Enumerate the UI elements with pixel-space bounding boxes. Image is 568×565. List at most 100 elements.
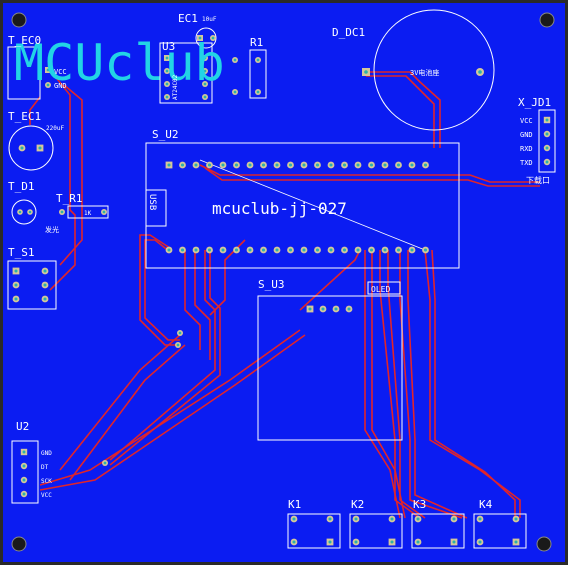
pad-hole bbox=[329, 163, 333, 167]
mounting-hole-top-left bbox=[11, 12, 27, 28]
u3-outline bbox=[159, 42, 213, 104]
pad-hole bbox=[46, 83, 50, 87]
pad-hole bbox=[545, 146, 549, 150]
mounting-holes bbox=[11, 12, 555, 552]
t-s1-outline bbox=[7, 260, 57, 310]
label-vcc: VCC bbox=[54, 68, 67, 76]
label-d-dc1-note: 3V电池座 bbox=[410, 68, 439, 77]
label-k3: K3 bbox=[413, 498, 426, 511]
k4-outline bbox=[473, 513, 527, 549]
pad-hole bbox=[347, 307, 351, 311]
pad-hole bbox=[203, 82, 207, 86]
trace bbox=[194, 250, 211, 360]
label-ec1-value: 10uF bbox=[202, 16, 217, 23]
pad-hole bbox=[514, 540, 518, 544]
pad-hole bbox=[261, 163, 266, 167]
label-k2: K2 bbox=[351, 498, 364, 511]
pad-hole bbox=[275, 248, 279, 252]
pad-hole bbox=[545, 118, 549, 122]
label-t-r1: T_R1 bbox=[56, 192, 83, 205]
trace bbox=[144, 239, 180, 341]
trace bbox=[431, 249, 516, 518]
r1-outline bbox=[249, 49, 267, 99]
oled-tag-outline bbox=[367, 281, 401, 295]
label-usb: USB bbox=[147, 194, 157, 210]
u2-outline bbox=[11, 440, 39, 504]
usb-outline bbox=[145, 189, 167, 227]
label-u2-pin-1: DT bbox=[41, 464, 49, 471]
pad-hole bbox=[233, 58, 237, 62]
pad-hole bbox=[22, 450, 26, 454]
pad-hole bbox=[176, 343, 180, 347]
pad-hole bbox=[416, 540, 420, 544]
pad-hole bbox=[452, 540, 456, 544]
d-dc1-outline bbox=[373, 9, 495, 131]
trace bbox=[204, 167, 540, 187]
trace bbox=[59, 334, 181, 471]
pad-hole bbox=[28, 210, 32, 214]
label-d-dc1: D_DC1 bbox=[332, 26, 365, 39]
board-surface bbox=[3, 3, 565, 562]
pad-hole bbox=[478, 540, 482, 544]
mounting-hole-top-right bbox=[539, 12, 555, 28]
pad-hole bbox=[233, 90, 237, 94]
pad-hole bbox=[334, 307, 338, 311]
pad-hole bbox=[423, 163, 428, 167]
pad-hole bbox=[410, 163, 414, 167]
label-x-jd1-pin-1: GND bbox=[520, 131, 533, 139]
pad-hole bbox=[14, 269, 18, 273]
pad-hole bbox=[329, 248, 333, 252]
pad-hole bbox=[165, 95, 169, 99]
label-u2-pin-3: VCC bbox=[41, 492, 52, 499]
label-x-jd1-note: 下载口 bbox=[526, 175, 550, 185]
trace bbox=[39, 329, 301, 486]
pad-hole bbox=[180, 248, 185, 252]
k3-outline bbox=[411, 513, 465, 549]
pad-hole bbox=[165, 56, 169, 60]
t-r1-outline bbox=[67, 205, 109, 219]
pad-hole bbox=[423, 248, 428, 252]
pad-hole bbox=[383, 248, 387, 252]
label-gnd: GND bbox=[54, 82, 67, 90]
label-r1: R1 bbox=[250, 36, 263, 49]
label-s-u2: S_U2 bbox=[152, 128, 179, 141]
pad-hole bbox=[478, 517, 482, 521]
pad-hole bbox=[248, 248, 252, 252]
label-t-ec0: T_EC0 bbox=[8, 34, 41, 47]
pad-hole bbox=[207, 248, 212, 252]
pad-hole bbox=[38, 146, 42, 150]
label-x-jd1-pin-0: VCC bbox=[520, 117, 533, 125]
pad-hole bbox=[102, 210, 106, 214]
trace bbox=[69, 344, 186, 481]
pad-hole bbox=[354, 540, 358, 544]
pad-hole bbox=[43, 283, 47, 287]
pad-hole bbox=[167, 248, 171, 252]
pad-hole bbox=[261, 248, 266, 252]
pad-hole bbox=[22, 478, 26, 482]
pad-hole bbox=[292, 540, 296, 544]
label-u3-chip: AT24C02 bbox=[172, 74, 179, 100]
pad-hole bbox=[22, 492, 26, 496]
silkscreen bbox=[7, 9, 556, 549]
t-ec0-outline bbox=[7, 46, 41, 100]
pad-hole bbox=[234, 248, 239, 252]
pad-hole bbox=[410, 248, 414, 252]
pad-hole bbox=[302, 248, 306, 252]
board-logo: MCUclub bbox=[14, 34, 225, 92]
label-x-jd1-pin-2: RXD bbox=[520, 145, 533, 153]
pad-hole bbox=[194, 248, 198, 252]
pad-hole bbox=[288, 163, 293, 167]
label-u2: U2 bbox=[16, 420, 29, 433]
pad-hole bbox=[514, 517, 518, 521]
pad-hole bbox=[46, 68, 50, 72]
label-u2-pin-0: GND bbox=[41, 450, 52, 457]
pads bbox=[12, 35, 551, 546]
pad-hole bbox=[180, 163, 185, 167]
label-t-d1-note: 发光 bbox=[45, 225, 59, 234]
trace bbox=[39, 334, 306, 491]
pad-hole bbox=[14, 297, 18, 301]
pad-hole bbox=[452, 517, 456, 521]
pad-hole bbox=[342, 248, 347, 252]
trace bbox=[407, 250, 468, 519]
pad-hole bbox=[165, 82, 169, 86]
